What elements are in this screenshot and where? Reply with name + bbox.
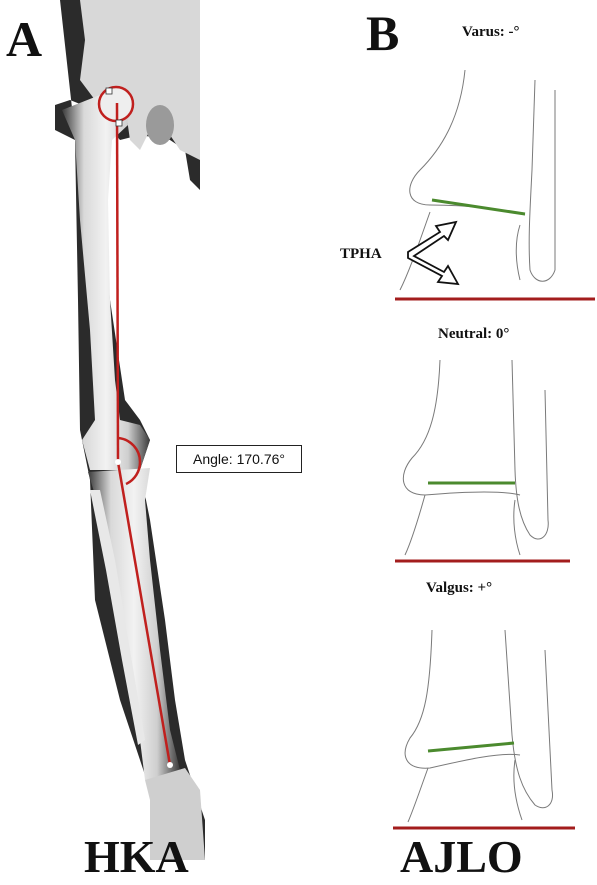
- valgus-fibula-outline: [504, 629, 554, 809]
- tpha-label: TPHA: [340, 246, 382, 262]
- hip-handle-bottom: [115, 119, 123, 127]
- valgus-sketch: [393, 629, 575, 830]
- ankle-center-point: [167, 762, 173, 768]
- femur-bone: [62, 95, 150, 470]
- panel-b-letter: B: [366, 5, 400, 61]
- varus-label: Varus: -°: [462, 24, 520, 40]
- valgus-tibia-outline: [404, 629, 521, 769]
- knee-center-point: [115, 459, 121, 465]
- fibula-bone: [90, 490, 145, 745]
- obturator-foramen: [146, 105, 174, 145]
- hka-caption: HKA: [84, 831, 189, 882]
- hip-handle-top: [105, 87, 113, 95]
- varus-fibula-outline: [528, 79, 556, 282]
- panel-a-letter: A: [6, 11, 43, 67]
- ankle-bone: [145, 768, 205, 860]
- knee-angle-arc: [117, 436, 142, 486]
- tibial-mechanical-axis: [116, 461, 172, 766]
- neutral-talus-outline: [404, 494, 521, 556]
- varus-joint-line: [431, 198, 526, 216]
- valgus-talus-outline: [407, 759, 523, 823]
- hka-angle-label: Angle: 170.76°: [176, 445, 302, 473]
- femoral-mechanical-axis: [115, 102, 120, 463]
- neutral-label: Neutral: 0°: [438, 326, 510, 342]
- valgus-joint-line: [427, 741, 515, 753]
- neutral-tibia-outline: [402, 359, 521, 496]
- neutral-fibula-outline: [511, 359, 549, 540]
- varus-sketch: [395, 69, 595, 301]
- tpha-arrow-icon: [407, 220, 460, 286]
- neutral-sketch: [395, 359, 570, 563]
- valgus-label: Valgus: +°: [426, 580, 493, 596]
- varus-tibia-outline: [409, 69, 526, 216]
- ajlo-caption: AJLO: [400, 831, 523, 882]
